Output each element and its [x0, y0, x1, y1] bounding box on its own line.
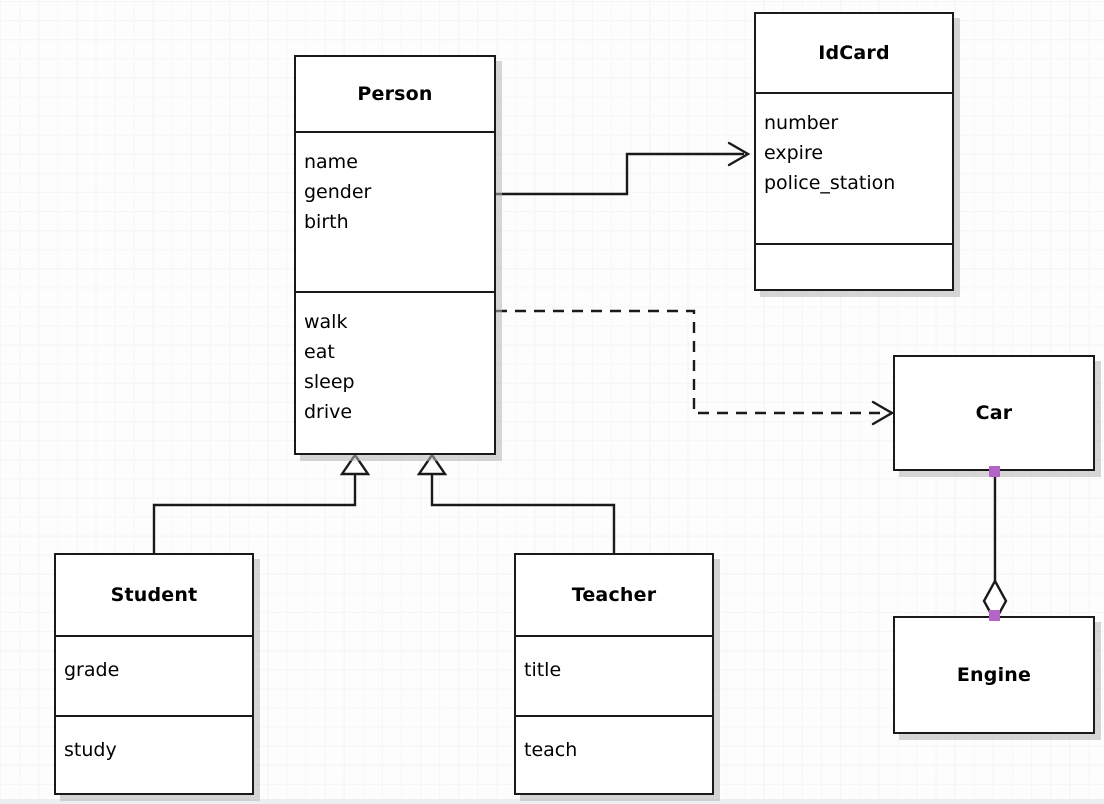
- class-box-car[interactable]: Car: [893, 355, 1095, 471]
- attribute-item: expire: [764, 142, 824, 165]
- attribute-item: gender: [304, 181, 372, 204]
- hollow-triangle-icon: [416, 452, 448, 476]
- operation-item: study: [64, 739, 117, 761]
- class-title-engine: Engine: [895, 618, 1093, 732]
- class-attributes-idcard: number expire police_station: [756, 92, 952, 243]
- connection-point-engine[interactable]: [989, 610, 1000, 621]
- edge-student-person: [152, 452, 371, 553]
- class-name-label: IdCard: [818, 42, 890, 64]
- edge-teacher-person: [416, 452, 616, 553]
- class-name-label: Student: [110, 584, 198, 606]
- class-box-person[interactable]: Person name gender birth walk eat sleep …: [294, 55, 496, 455]
- class-title-student: Student: [56, 555, 252, 635]
- operation-item: walk: [304, 311, 348, 333]
- attribute-item: police_station: [764, 172, 896, 195]
- class-title-car: Car: [895, 357, 1093, 469]
- attribute-item: grade: [64, 659, 120, 681]
- class-attributes-person: name gender birth: [296, 131, 494, 291]
- class-title-idcard: IdCard: [756, 14, 952, 92]
- class-box-teacher[interactable]: Teacher title teach: [514, 553, 714, 795]
- operation-item: sleep: [304, 371, 355, 394]
- hollow-triangle-icon: [339, 452, 371, 476]
- edge-person-idcard: [496, 141, 751, 196]
- class-box-engine[interactable]: Engine: [893, 616, 1095, 734]
- operation-item: drive: [304, 401, 353, 424]
- connection-point-car[interactable]: [989, 466, 1000, 477]
- class-box-idcard[interactable]: IdCard number expire police_station: [754, 12, 954, 291]
- class-name-label: Person: [357, 83, 433, 105]
- class-box-student[interactable]: Student grade study: [54, 553, 254, 795]
- operation-item: eat: [304, 341, 335, 364]
- attribute-item: number: [764, 112, 839, 134]
- class-attributes-teacher: title: [516, 635, 712, 715]
- edge-car-engine: [982, 471, 1008, 624]
- class-name-label: Teacher: [571, 584, 657, 606]
- open-arrowhead-icon: [727, 141, 751, 167]
- open-arrowhead-icon: [871, 400, 895, 426]
- canvas-bottom-strip: [0, 799, 1104, 804]
- class-operations-person: walk eat sleep drive: [296, 291, 494, 453]
- class-attributes-student: grade: [56, 635, 252, 715]
- attribute-item: birth: [304, 211, 349, 234]
- class-operations-teacher: teach: [516, 715, 712, 793]
- attribute-item: title: [524, 659, 562, 681]
- edge-person-car: [496, 309, 895, 426]
- class-name-label: Engine: [956, 664, 1032, 686]
- class-title-teacher: Teacher: [516, 555, 712, 635]
- class-title-person: Person: [296, 57, 494, 131]
- class-operations-student: study: [56, 715, 252, 793]
- operation-item: teach: [524, 739, 578, 761]
- attribute-item: name: [304, 151, 358, 173]
- class-operations-idcard: [756, 243, 952, 289]
- class-name-label: Car: [975, 402, 1013, 424]
